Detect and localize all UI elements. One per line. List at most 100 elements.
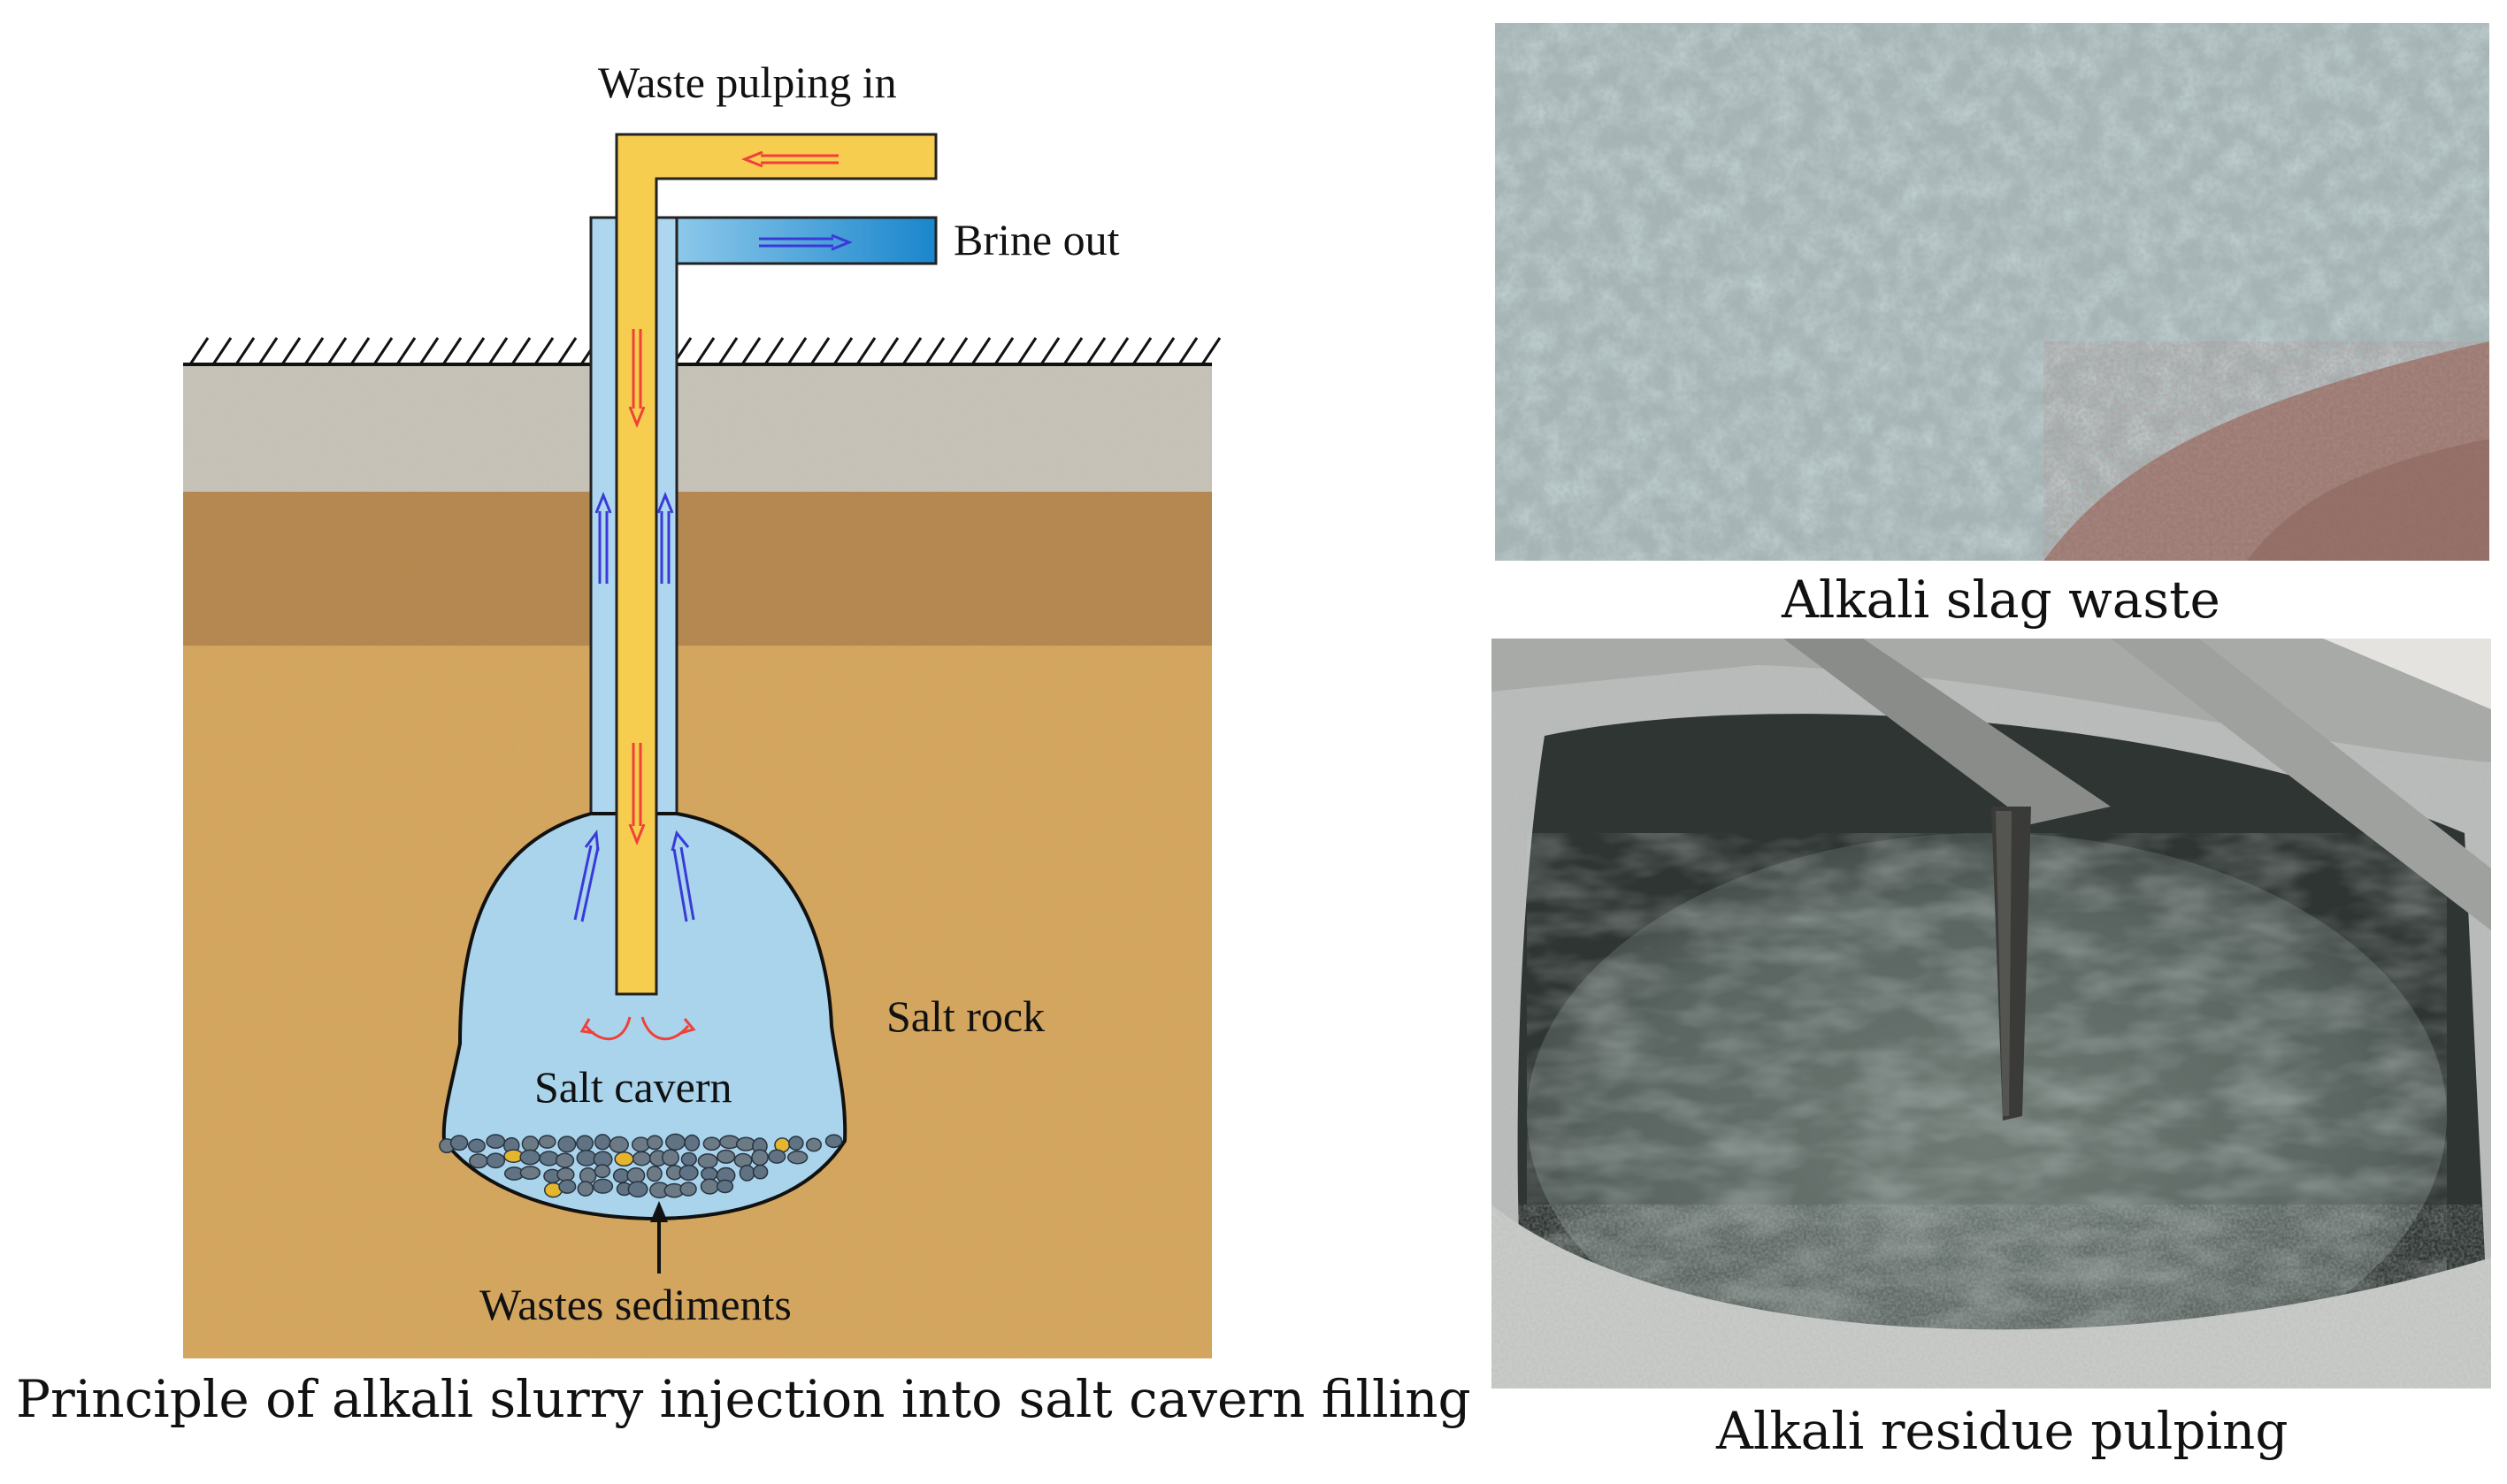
hatch-mark bbox=[487, 337, 509, 365]
sediment-pebble bbox=[751, 1149, 769, 1167]
waste-in-label: Waste pulping in bbox=[598, 57, 897, 107]
hatch-mark bbox=[1062, 337, 1084, 365]
salt-cavern-label: Salt cavern bbox=[534, 1062, 732, 1112]
hatch-mark bbox=[786, 337, 808, 365]
hatch-mark bbox=[1200, 337, 1222, 365]
hatch-mark bbox=[740, 337, 762, 365]
hatch-mark bbox=[1177, 337, 1199, 365]
sediment-pebble bbox=[469, 1153, 488, 1169]
sediment-pebble bbox=[701, 1167, 718, 1182]
sediment-pebble bbox=[486, 1134, 506, 1149]
sediment-pebble bbox=[449, 1135, 469, 1151]
hatch-mark bbox=[1016, 337, 1038, 365]
sediment-pebble bbox=[486, 1152, 506, 1169]
sediment-pebble bbox=[739, 1164, 755, 1182]
hatch-mark bbox=[418, 337, 440, 365]
sediment-pebble bbox=[646, 1135, 663, 1151]
sediment-pebble bbox=[752, 1164, 769, 1180]
hatch-mark bbox=[441, 337, 463, 365]
hatch-mark bbox=[234, 337, 256, 365]
flow-arrows bbox=[573, 150, 854, 1041]
hatch-mark bbox=[1108, 337, 1130, 365]
injection-diagram bbox=[183, 133, 1222, 1358]
hatch-mark bbox=[855, 337, 877, 365]
sediment-pebble bbox=[768, 1149, 786, 1164]
hatch-mark bbox=[1131, 337, 1153, 365]
hatch-mark bbox=[372, 337, 394, 365]
sediment-pebble bbox=[555, 1152, 575, 1168]
sediment-pebble bbox=[577, 1181, 594, 1197]
pulping-photo-caption: Alkali residue pulping bbox=[1716, 1401, 2288, 1461]
hatch-mark bbox=[303, 337, 325, 365]
sediment-pebble bbox=[788, 1136, 804, 1151]
sediment-pebble bbox=[519, 1166, 541, 1180]
sediment-pebble bbox=[680, 1151, 697, 1167]
hatch-mark bbox=[993, 337, 1015, 365]
hatch-mark bbox=[395, 337, 417, 365]
sediment-pebble bbox=[576, 1150, 597, 1167]
sediment-pebble bbox=[557, 1136, 577, 1153]
sediment-pebble bbox=[700, 1178, 720, 1195]
hatch-mark bbox=[717, 337, 739, 365]
sediment-pebble bbox=[632, 1151, 651, 1167]
hatch-mark bbox=[280, 337, 302, 365]
sediment-pebble bbox=[579, 1167, 597, 1184]
hatch-mark bbox=[901, 337, 923, 365]
sediment-pebble bbox=[665, 1133, 686, 1151]
sediment-pebble bbox=[468, 1138, 486, 1153]
hatch-mark bbox=[809, 337, 831, 365]
sediment-pebble bbox=[716, 1179, 734, 1194]
waste-pipe bbox=[615, 133, 938, 996]
sediment-pebble bbox=[627, 1181, 648, 1198]
hatch-mark bbox=[1154, 337, 1176, 365]
sediment-pebble bbox=[626, 1167, 646, 1184]
hatch-mark bbox=[556, 337, 578, 365]
salt-rock-label: Salt rock bbox=[886, 991, 1046, 1041]
sediment-pebble bbox=[594, 1134, 611, 1151]
sediment-pebble bbox=[556, 1167, 575, 1182]
hatch-mark bbox=[211, 337, 233, 365]
hatch-mark bbox=[510, 337, 532, 365]
hatch-mark bbox=[832, 337, 854, 365]
sediment-pebble bbox=[719, 1135, 740, 1150]
hatch-mark bbox=[878, 337, 900, 365]
sediment-pointer-arrow bbox=[650, 1201, 668, 1274]
hatch-mark bbox=[924, 337, 946, 365]
sediment-pebble bbox=[538, 1135, 556, 1149]
hatch-mark bbox=[970, 337, 992, 365]
sediment-pebble bbox=[612, 1168, 630, 1183]
brine-out-label: Brine out bbox=[954, 215, 1120, 264]
hatch-mark bbox=[464, 337, 486, 365]
ground-surface-hatch bbox=[183, 337, 1222, 366]
sediment-pebble bbox=[594, 1164, 611, 1179]
slurry-tank-photo bbox=[1491, 639, 2491, 1388]
sediment-pebble bbox=[521, 1136, 540, 1152]
hatch-mark bbox=[694, 337, 716, 365]
slag-pile-photo bbox=[1495, 23, 2489, 561]
hatch-mark bbox=[188, 337, 210, 365]
hatch-mark bbox=[1085, 337, 1107, 365]
sediment-pebble bbox=[824, 1134, 843, 1149]
slag-photo-caption: Alkali slag waste bbox=[1782, 570, 2220, 630]
sediment-pebble bbox=[717, 1149, 736, 1164]
sediment-pebble bbox=[786, 1150, 809, 1165]
diagram-caption: Principle of alkali slurry injection int… bbox=[16, 1369, 1471, 1429]
sediment-pebble bbox=[592, 1178, 614, 1194]
hatch-mark bbox=[763, 337, 785, 365]
sediment-pebble bbox=[702, 1136, 721, 1151]
hatch-mark bbox=[1039, 337, 1061, 365]
sediment-pebble bbox=[805, 1137, 822, 1152]
sediment-pebble bbox=[539, 1151, 559, 1167]
waste-sediments bbox=[439, 1133, 843, 1199]
sediment-pebble bbox=[678, 1164, 699, 1182]
sediment-pebble bbox=[614, 1151, 634, 1167]
sediment-pebble bbox=[519, 1149, 540, 1166]
wastes-sediments-label: Wastes sediments bbox=[479, 1280, 792, 1329]
brine-outlet bbox=[675, 216, 938, 265]
salt-cavern bbox=[441, 812, 847, 1221]
sediment-pebble bbox=[684, 1134, 701, 1151]
sediment-pebble bbox=[697, 1153, 718, 1169]
sediment-pebble bbox=[662, 1149, 680, 1167]
hatch-mark bbox=[533, 337, 555, 365]
hatch-mark bbox=[326, 337, 348, 365]
